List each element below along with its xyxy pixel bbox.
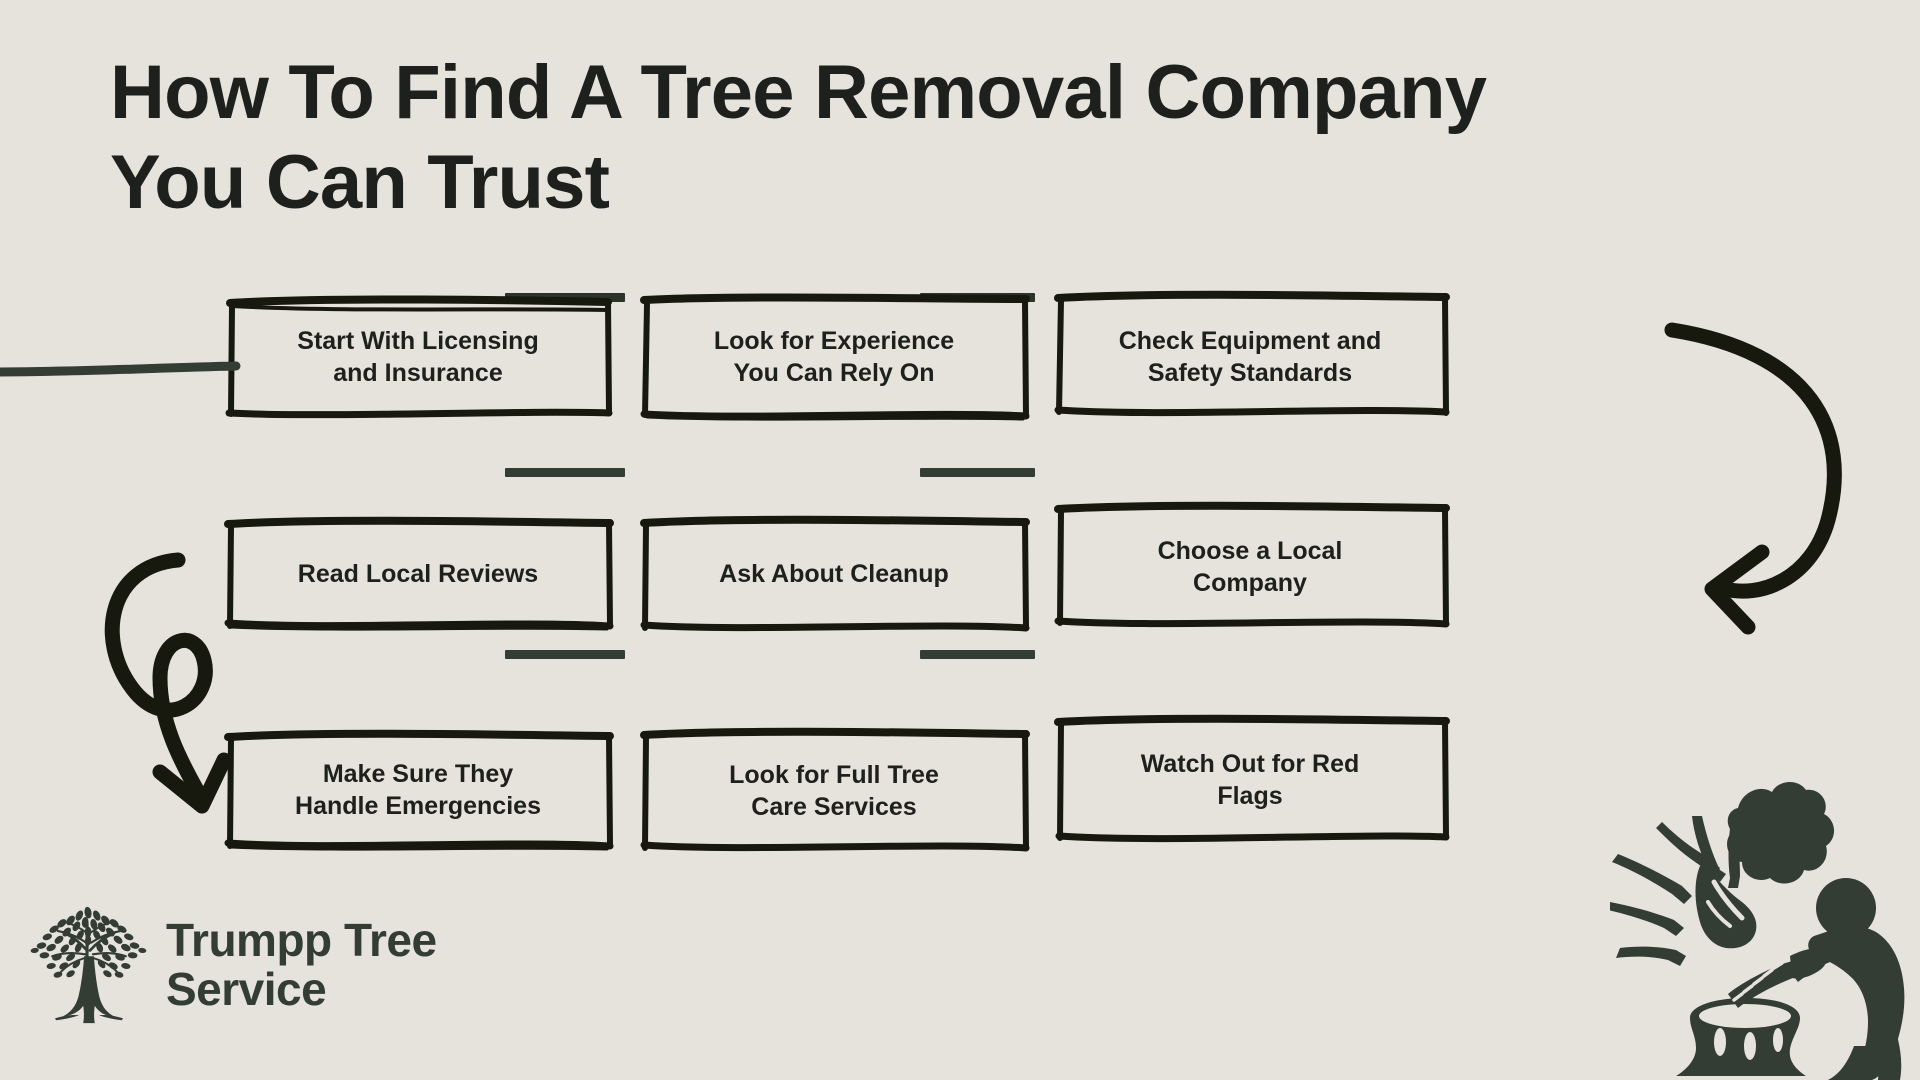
- page-title: How To Find A Tree Removal Company You C…: [110, 50, 1487, 225]
- curved-arrow-row2-to-row3: [104, 552, 213, 800]
- flow-box-emergencies[interactable]: Make Sure They Handle Emergencies: [224, 729, 614, 851]
- tree-icon: [30, 906, 147, 1024]
- flow-box-licensing[interactable]: Start With Licensing and Insurance: [225, 295, 613, 419]
- connector-emergencies-to-fullcare: [505, 650, 625, 659]
- flow-box-cleanup[interactable]: Ask About Cleanup: [640, 515, 1030, 632]
- connector-cleanup-to-local: [920, 468, 1035, 477]
- flow-box-reviews[interactable]: Read Local Reviews: [224, 516, 614, 631]
- lead-in-line: [0, 361, 241, 377]
- curved-arrow-row1-to-row2: [1664, 322, 1842, 599]
- connector-reviews-to-cleanup: [505, 468, 625, 477]
- brand-name: Trumpp Tree Service: [166, 914, 437, 1015]
- flow-box-label: Look for Full Tree Care Services: [729, 761, 939, 821]
- flow-box-local-company[interactable]: Choose a Local Company: [1054, 501, 1450, 628]
- flow-box-label: Choose a Local Company: [1157, 537, 1343, 597]
- flow-box-label: Read Local Reviews: [297, 560, 539, 588]
- flow-box-label: Start With Licensing and Insurance: [297, 327, 539, 387]
- flow-box-red-flags[interactable]: Watch Out for Red Flags: [1054, 714, 1450, 843]
- connector-fullcare-to-redflags: [920, 650, 1035, 659]
- flow-box-label: Look for Experience You Can Rely On: [713, 327, 955, 387]
- curved-arrow-row1-to-row2-head: [1704, 544, 1770, 635]
- worker-cutting-tree-stump-with-chainsaw-illustration: [1610, 781, 1905, 1080]
- flow-box-label: Watch Out for Red Flags: [1140, 750, 1360, 810]
- flow-box-label: Check Equipment and Safety Standards: [1118, 327, 1382, 387]
- flow-box-equipment[interactable]: Check Equipment and Safety Standards: [1054, 290, 1450, 418]
- flow-box-label: Make Sure They Handle Emergencies: [295, 760, 541, 820]
- curved-arrow-row2-to-row3-head: [152, 752, 232, 814]
- flow-box-experience[interactable]: Look for Experience You Can Rely On: [640, 293, 1030, 421]
- flow-box-label: Ask About Cleanup: [719, 560, 949, 588]
- flow-box-full-care[interactable]: Look for Full Tree Care Services: [640, 727, 1030, 852]
- brand-logo[interactable]: Trumpp Tree Service: [26, 900, 437, 1030]
